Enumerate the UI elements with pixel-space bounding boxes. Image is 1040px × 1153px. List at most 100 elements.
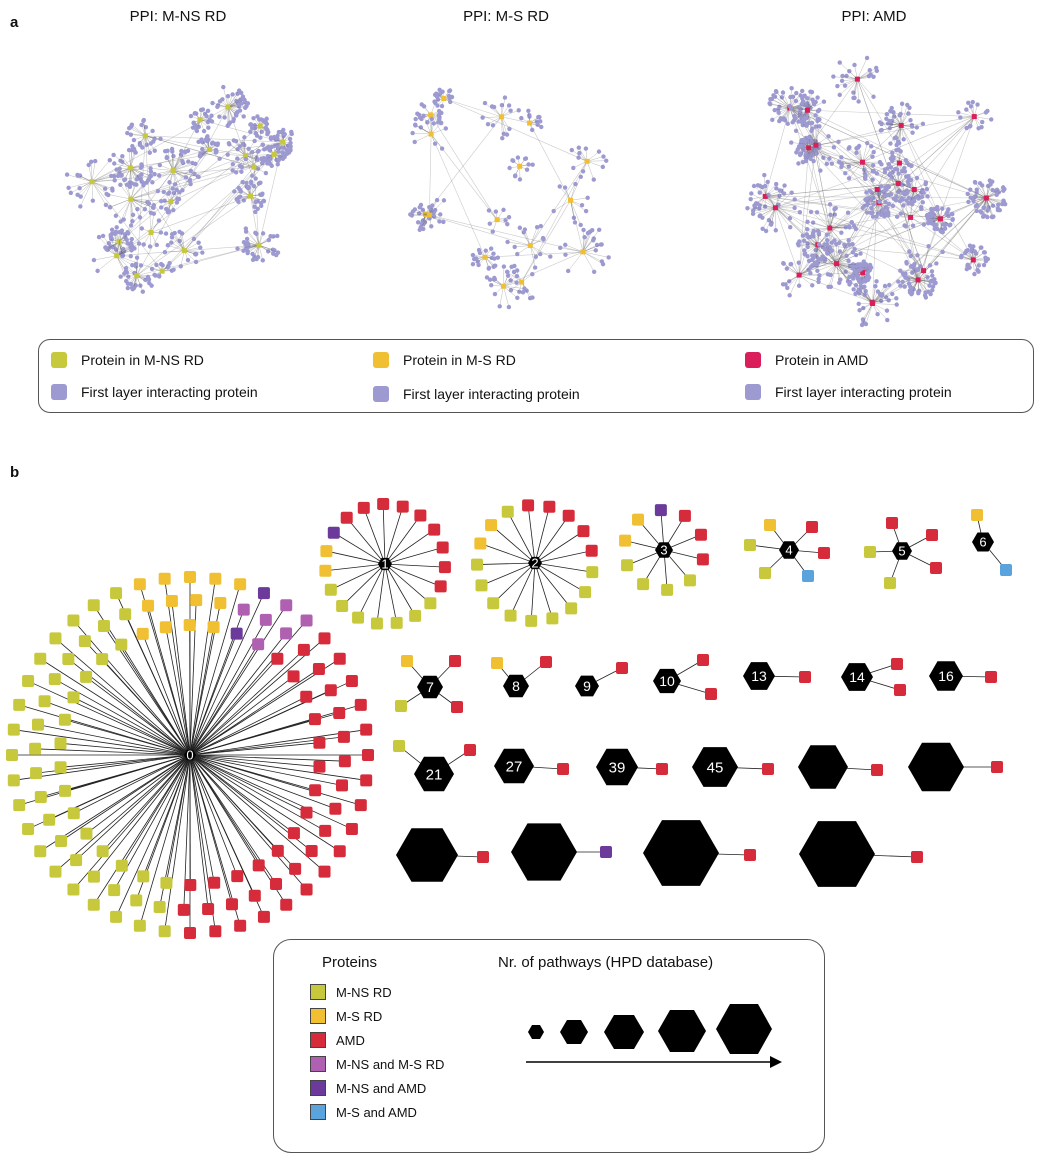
seed-protein-node [159,268,165,274]
interacting-protein-node [260,231,266,236]
interacting-protein-node [433,100,438,106]
interacting-protein-node [142,207,148,212]
network-edge [130,198,154,209]
seed-protein-node [280,139,286,145]
interacting-protein-node [128,132,134,137]
network-edge [227,154,246,156]
protein-node [6,749,18,761]
interacting-protein-node [183,175,189,180]
ppi-networks [64,55,1008,328]
interacting-protein-node [233,170,239,175]
seed-protein-node [128,196,134,202]
network-edge [172,170,183,191]
network-edge [258,244,275,251]
network-edge [443,98,588,162]
network-edge [93,255,117,261]
network-edge [129,127,146,137]
interacting-protein-node [535,122,540,127]
interacting-protein-node [192,171,197,177]
interacting-protein-node [139,162,144,167]
protein-node [678,509,691,522]
network-edge [519,227,531,246]
interacting-protein-node [269,144,275,150]
interacting-protein-node [240,94,246,99]
hub-label: 21 [426,766,443,783]
protein-node [354,799,367,812]
interacting-protein-node [103,245,108,250]
interacting-protein-node [163,231,169,236]
hub-edge [363,507,386,565]
network-edge [116,232,122,256]
protein-node [48,673,61,686]
interacting-protein-node [161,189,166,195]
seed-protein-node [527,120,533,126]
interacting-protein-node [280,150,285,155]
seed-protein-node [181,248,187,254]
interacting-protein-node [530,127,535,133]
interacting-protein-node [521,230,527,235]
hub-edge [384,563,441,587]
network-edge [530,225,542,246]
interacting-protein-node [196,240,201,245]
network-edge [136,135,146,276]
interacting-protein-node [200,107,206,112]
hub-edge [357,563,386,618]
protein-node [616,662,628,674]
protein-node [320,545,333,558]
network-edge [184,247,201,251]
interacting-protein-node [120,153,125,159]
network-edge [237,158,254,168]
interacting-protein-node [171,153,176,159]
interacting-protein-node [284,147,289,153]
protein-node [67,614,80,627]
interacting-protein-node [275,233,280,239]
interacting-protein-node [236,88,242,93]
interacting-protein-node [136,241,142,246]
network-edge [245,155,264,162]
protein-node [305,845,318,858]
protein-node [319,824,332,837]
interacting-protein-node [246,244,251,249]
hub-edge [384,506,404,565]
interacting-protein-node [125,130,130,136]
hub-label: 14 [849,669,865,685]
interacting-protein-node [177,238,182,244]
protein-node [449,655,461,667]
interacting-protein-node [259,117,264,122]
interacting-protein-node [527,295,533,301]
hub-group-9: 9 [575,662,628,697]
interacting-protein-node [66,185,71,191]
interacting-protein-node [276,149,281,154]
protein-node [764,519,776,531]
network-edge [429,214,584,253]
interacting-protein-node [169,240,174,245]
protein-node [333,707,346,720]
hub-label: 13 [751,668,767,684]
protein-node [501,505,514,518]
ppi-title-mns: PPI: M-NS RD [129,8,227,25]
interacting-protein-node [131,137,137,143]
interacting-protein-node [249,173,255,178]
seed-protein-node [441,96,447,102]
interacting-protein-node [288,140,293,146]
interacting-protein-node [232,189,237,194]
interacting-protein-node [129,236,134,242]
interacting-protein-node [112,178,117,183]
protein-node [80,827,93,840]
interacting-protein-node [243,226,249,231]
protein-node [159,621,172,634]
protein-node [546,612,559,625]
network-edge [245,144,264,156]
interacting-protein-node [260,258,265,263]
interacting-protein-node [517,289,522,295]
network-edge [136,275,144,292]
network-edge [91,181,107,206]
interacting-protein-node [75,192,80,198]
protein-node [110,910,123,923]
interacting-protein-node [179,148,184,154]
network-edge [237,244,259,249]
interacting-protein-node [501,207,506,213]
protein-node [377,498,390,511]
network-edge [258,245,264,261]
interacting-protein-node [255,255,261,260]
